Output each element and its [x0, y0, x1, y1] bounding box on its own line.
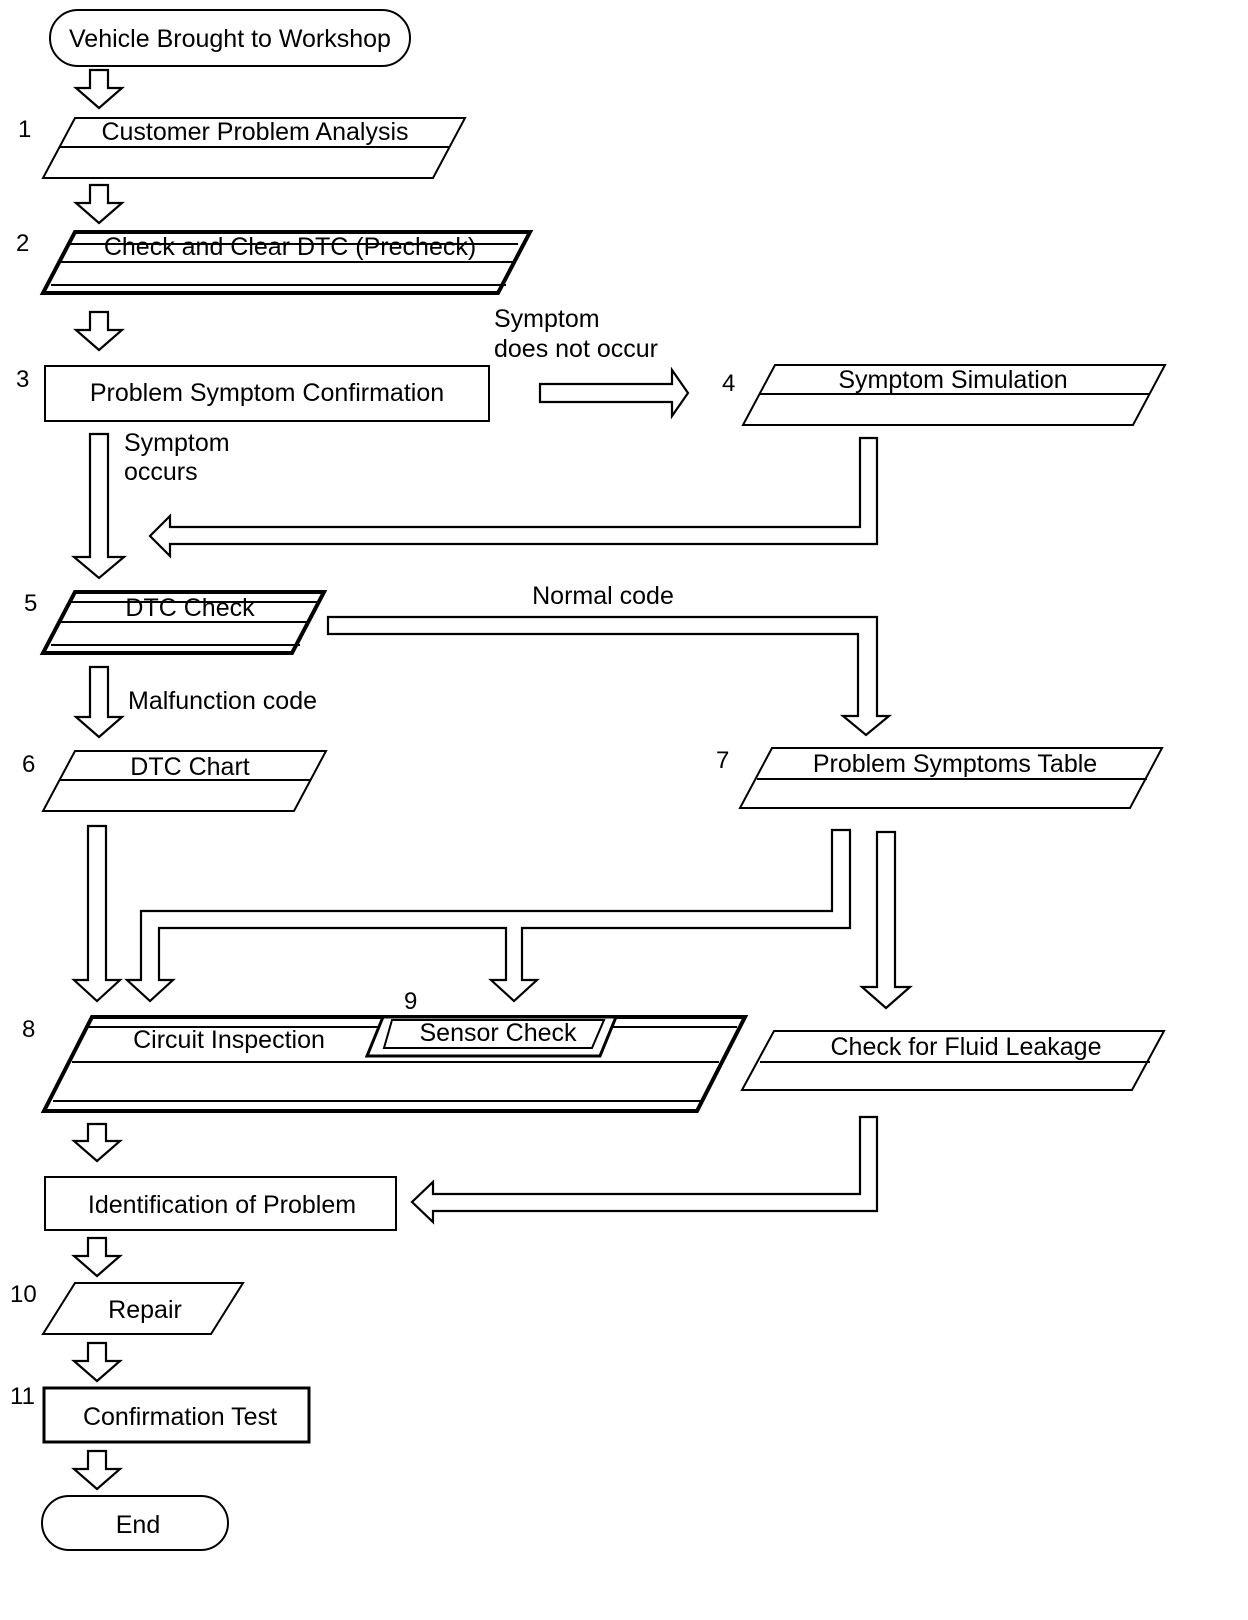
- step-3-label: Problem Symptom Confirmation: [90, 379, 444, 407]
- arrow-fluid-to-identification: [410, 1115, 879, 1225]
- check-for-fluid-leakage: Check for Fluid Leakage: [740, 1030, 1166, 1091]
- step-5-label: DTC Check: [125, 594, 255, 622]
- arrow-6-to-8: [71, 824, 123, 1003]
- step-2-label: Check and Clear DTC (Precheck): [104, 233, 476, 261]
- arrow-7-to-8-and-9: [124, 828, 852, 1003]
- step-6-label: DTC Chart: [130, 753, 250, 781]
- step-number-3: 3: [16, 366, 29, 393]
- step-number-10: 10: [10, 1281, 37, 1308]
- start-label: Vehicle Brought to Workshop: [69, 25, 391, 53]
- step-10-repair: Repair: [41, 1282, 245, 1335]
- arrow-4-to-5: [148, 436, 879, 559]
- step-number-9: 9: [404, 988, 417, 1015]
- step-8-label: Circuit Inspection: [133, 1026, 325, 1054]
- arrow-8-to-identification: [71, 1122, 123, 1163]
- step-number-7: 7: [716, 747, 729, 774]
- arrow-1-to-2: [73, 183, 125, 225]
- note-symptom-occurs-line1: Symptom: [124, 429, 230, 457]
- step-4-label: Symptom Simulation: [838, 366, 1067, 394]
- arrow-start-to-1: [73, 68, 125, 110]
- step-6-dtc-chart: DTC Chart: [41, 750, 328, 812]
- step-number-1: 1: [18, 116, 31, 143]
- step-9-label: Sensor Check: [419, 1019, 577, 1047]
- step-number-4: 4: [722, 370, 735, 397]
- arrow-7-to-fluid-leakage: [859, 830, 913, 1010]
- step-7-problem-symptoms-table: Problem Symptoms Table: [738, 747, 1164, 809]
- step-5-dtc-check: DTC Check: [39, 590, 328, 655]
- step-7-label: Problem Symptoms Table: [813, 750, 1097, 778]
- note-symptom-occurs-line2: occurs: [124, 458, 198, 486]
- note-normal-code: Normal code: [532, 582, 674, 610]
- arrow-identification-to-10: [71, 1236, 123, 1278]
- arrow-2-to-3: [73, 310, 125, 352]
- step-2-check-and-clear-dtc: Check and Clear DTC (Precheck): [39, 230, 534, 295]
- arrow-3-to-5: [70, 432, 128, 580]
- step-3-problem-symptom-confirmation: Problem Symptom Confirmation: [44, 365, 490, 422]
- start-terminal: Vehicle Brought to Workshop: [49, 9, 411, 67]
- arrow-3-to-4: [538, 366, 690, 420]
- step-11-label: Confirmation Test: [83, 1403, 277, 1431]
- arrow-11-to-end: [71, 1449, 123, 1491]
- step-1-label: Customer Problem Analysis: [101, 118, 408, 146]
- step-number-6: 6: [22, 751, 35, 778]
- note-malfunction-code: Malfunction code: [128, 687, 317, 715]
- step-1-customer-problem-analysis: Customer Problem Analysis: [41, 117, 467, 179]
- step-number-5: 5: [24, 590, 37, 617]
- arrow-10-to-11: [71, 1341, 123, 1383]
- step-11-confirmation-test: Confirmation Test: [42, 1386, 311, 1444]
- step-9-sensor-check: Sensor Check: [364, 1015, 619, 1058]
- step-number-11: 11: [10, 1383, 35, 1410]
- note-symptom-does-not-occur-line2: does not occur: [494, 335, 658, 363]
- step-number-2: 2: [16, 230, 29, 257]
- identification-label: Identification of Problem: [88, 1191, 356, 1219]
- step-10-label: Repair: [108, 1296, 182, 1324]
- end-label: End: [116, 1511, 160, 1539]
- identification-of-problem: Identification of Problem: [44, 1176, 397, 1231]
- end-terminal: End: [41, 1495, 229, 1551]
- arrow-5-to-7: [326, 615, 893, 737]
- step-number-8: 8: [22, 1016, 35, 1043]
- step-4-symptom-simulation: Symptom Simulation: [741, 364, 1167, 426]
- arrow-5-to-6: [73, 665, 125, 739]
- fluid-leakage-label: Check for Fluid Leakage: [831, 1033, 1102, 1061]
- note-symptom-does-not-occur-line1: Symptom: [494, 305, 600, 333]
